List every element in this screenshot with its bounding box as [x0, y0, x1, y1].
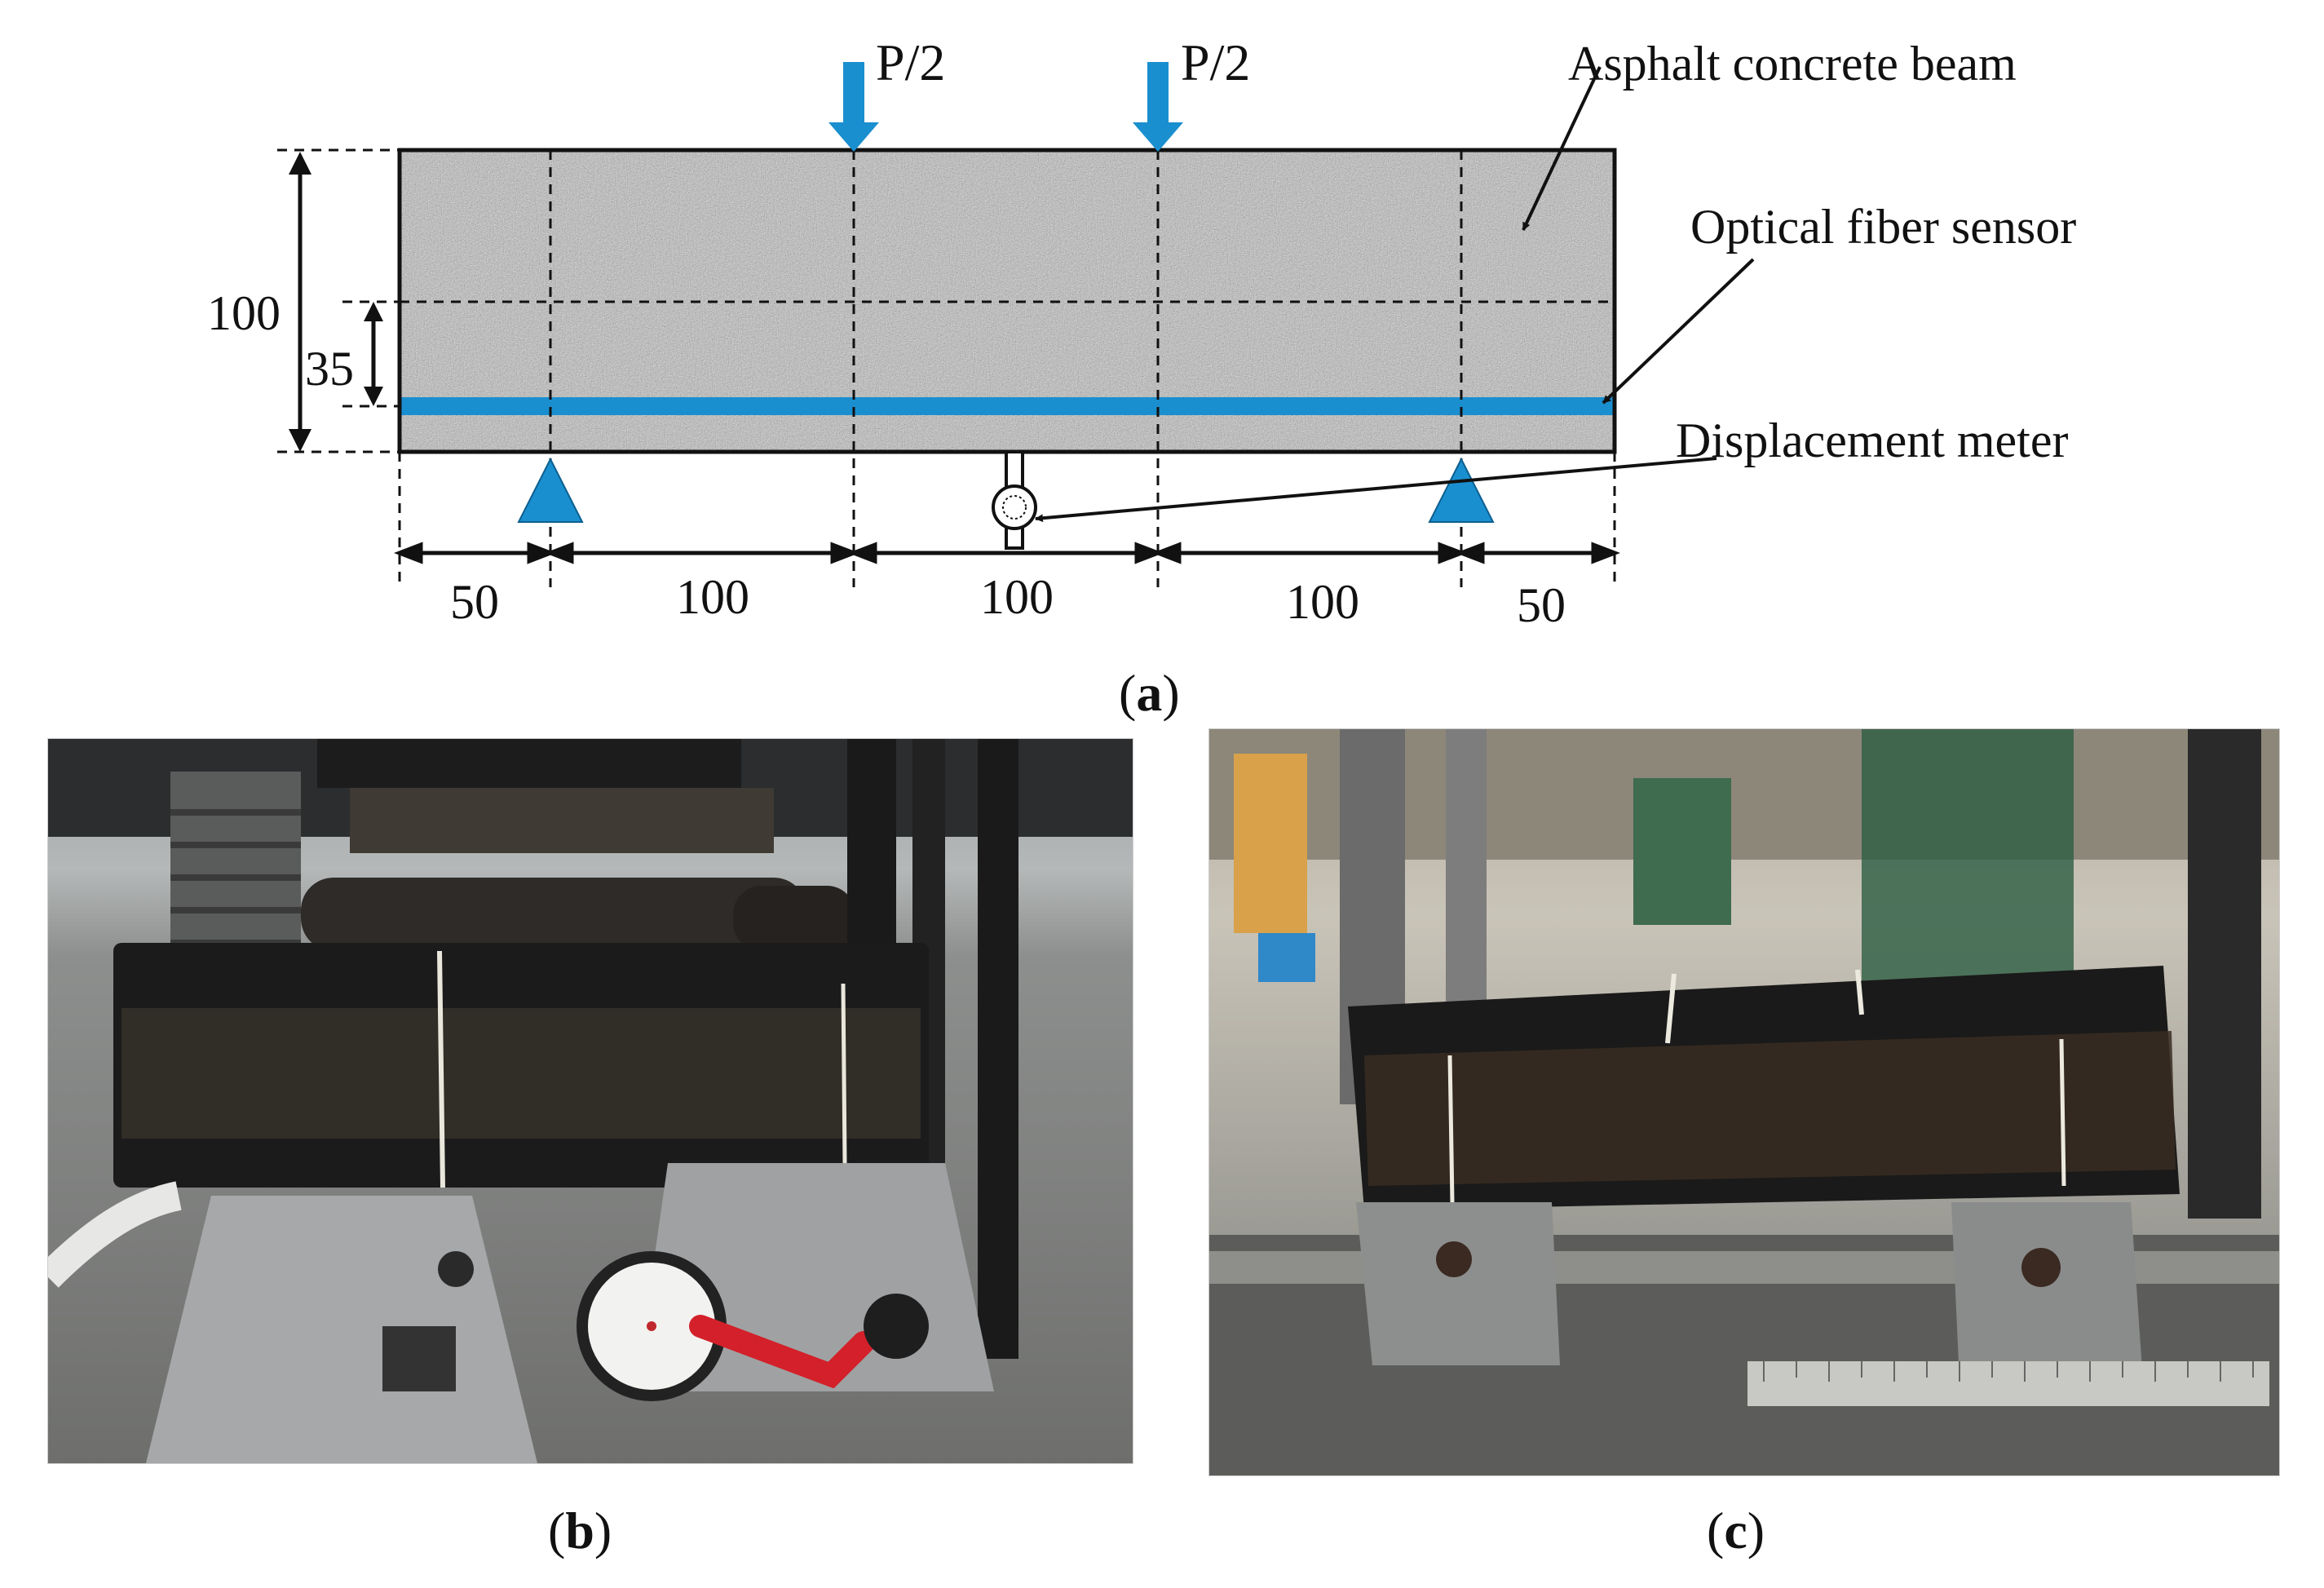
- caption-b: (b): [548, 1502, 612, 1559]
- span-label-4: 100: [1286, 575, 1359, 629]
- meter-leader-arrow: [1035, 457, 1717, 523]
- load-arrow-right: [1133, 62, 1183, 152]
- caption-b-letter: b: [565, 1502, 594, 1559]
- load-label-left: P/2: [876, 33, 945, 91]
- photo-c-fractured-beam: [1208, 728, 2280, 1476]
- sensor-leader-arrow: [1602, 258, 1755, 405]
- span-label-5: 50: [1517, 578, 1566, 632]
- beam-label: Asphalt concrete beam: [1568, 37, 2017, 91]
- span-label-3: 100: [980, 570, 1054, 624]
- sensor-depth-dimension-label: 35: [305, 342, 354, 396]
- sensor-label: Optical fiber sensor: [1690, 200, 2076, 254]
- photo-c-illustration: [1209, 729, 2279, 1475]
- photo-b-beam-under-load: [47, 738, 1133, 1464]
- caption-c: (c): [1707, 1502, 1765, 1559]
- optical-fiber-line: [400, 397, 1615, 415]
- span-label-1: 50: [450, 575, 499, 629]
- span-dimensions: [394, 542, 1620, 564]
- meter-label: Displacement meter: [1676, 414, 2068, 467]
- span-label-2: 100: [676, 570, 749, 624]
- displacement-meter: [992, 450, 1037, 550]
- caption-c-letter: c: [1724, 1502, 1747, 1559]
- support-left-triangle: [517, 457, 584, 523]
- photo-b-illustration: [48, 739, 1133, 1463]
- load-label-right: P/2: [1181, 33, 1250, 91]
- beam-leader-arrow: [1522, 66, 1602, 231]
- caption-a: (a): [1119, 664, 1180, 722]
- load-arrow-left: [828, 62, 879, 152]
- support-right-triangle: [1428, 457, 1495, 523]
- height-dimension-label: 100: [207, 286, 281, 340]
- caption-a-letter: a: [1136, 664, 1163, 722]
